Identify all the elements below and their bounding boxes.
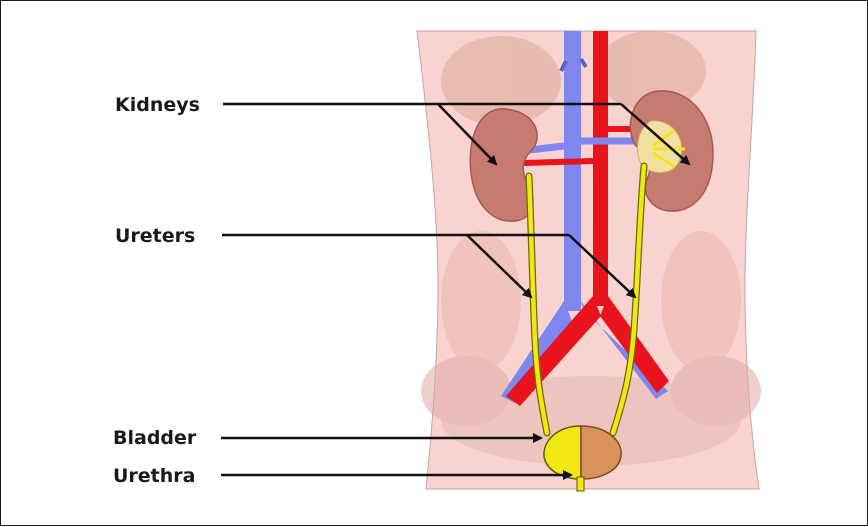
urethra [577, 477, 584, 491]
label-bladder: Bladder [113, 427, 197, 449]
label-kidneys: Kidneys [115, 94, 200, 116]
bladder [544, 426, 621, 479]
label-ureters: Ureters [115, 225, 195, 247]
label-urethra: Urethra [113, 465, 196, 487]
